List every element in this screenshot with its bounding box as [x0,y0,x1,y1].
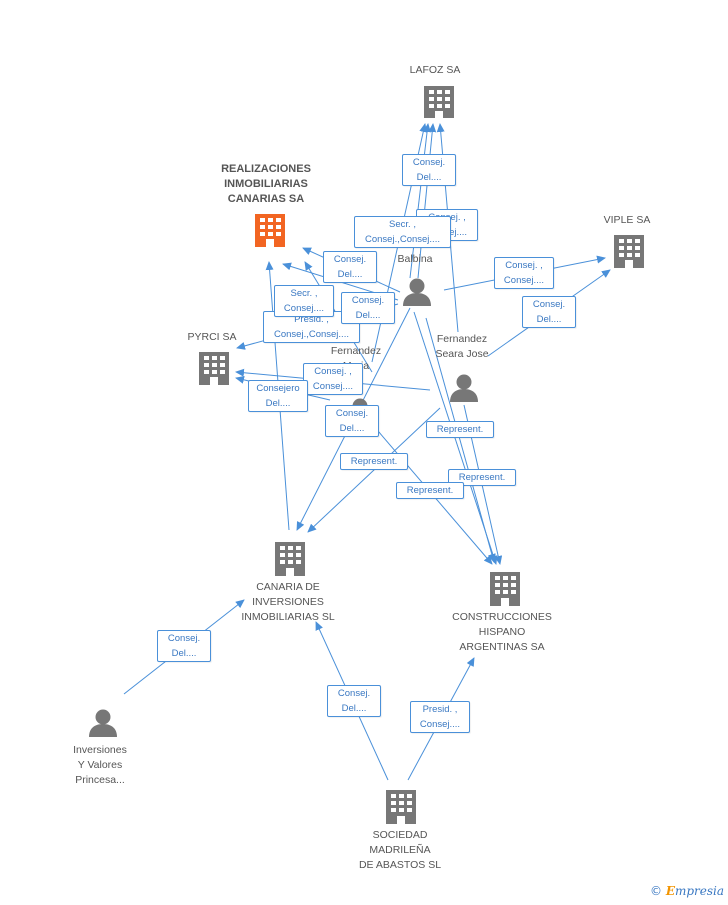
edge-label-line: Presid. , [294,314,329,325]
node-label-line: MADRILEÑA [369,844,431,856]
node-label-fernandez-seara: Fernandez Seara Jose [422,332,502,362]
edge-p2-canaria [307,407,441,533]
edge-label-line: Del.... [339,423,365,434]
edge-label[interactable]: Consej. Del.... [402,154,456,186]
building-icon-lafoz [424,86,454,118]
building-icon-realizaciones [255,214,285,247]
edge-label-line: Del.... [355,310,381,321]
edge-label-line: Consej. [351,295,385,306]
person-icon-inversiones [89,709,117,737]
person-icon-balbina [403,278,431,306]
node-label-line: ARGENTINAS SA [459,641,545,653]
node-label-line: HISPANO [478,626,526,638]
edge-label-line: Secr. , [389,219,416,230]
node-label-construcciones: CONSTRUCCIONES HISPANO ARGENTINAS SA [442,610,562,655]
building-icon-viple [614,235,644,268]
edge-label-line: Consej. [532,299,566,310]
edge-label-line: Del.... [416,172,442,183]
brand-initial: E [665,884,675,898]
node-label-viple: VIPLE SA [603,214,651,226]
edge-label-line: Consejero [256,383,300,394]
edge-label-line: Presid. , [422,704,458,715]
node-label-line: INVERSIONES [252,596,324,608]
edge-label-line: Consej. [412,157,446,168]
node-label-line: Seara Jose [435,348,489,360]
edge-label[interactable]: Consej. Del.... [157,630,211,662]
edge-label-line: Del.... [536,314,562,325]
edge-label-line: Consej.... [312,381,354,392]
edge-label[interactable]: Consej. , Consej.... [494,257,554,289]
edge-label[interactable]: Secr. , Consej.,Consej.... [354,216,451,248]
edge-label-line: Consej. [337,688,371,699]
person-icon-2 [450,374,478,402]
edge-label-line: Consej. [167,633,201,644]
edge-label-line: Consej.,Consej.... [274,329,349,340]
edge-label[interactable]: Represent. [340,453,408,470]
edge-label[interactable]: Consej. , Consej.... [303,363,363,395]
node-label-balbina: Balbina [397,253,433,265]
node-label-line: DE ABASTOS SL [358,859,442,871]
node-label-realizaciones: REALIZACIONES INMOBILIARIAS CANARIAS SA [206,162,326,207]
node-label-line: CANARIAS SA [227,193,305,205]
node-label-line: Inversiones [73,744,127,756]
edge-label-line: Del.... [337,269,363,280]
node-label-line: SOCIEDAD [372,829,428,841]
edge-label-line: Consej. , [314,366,352,377]
edge-label-line: Del.... [171,648,197,659]
edge-label-line: Consej. [333,254,367,265]
edge-label-line: Consej.... [283,303,325,314]
edge-label[interactable]: Represent. [426,421,494,438]
edge-label-line: Consej. , [505,260,543,271]
edge-label[interactable]: Consejero Del.... [248,380,308,412]
edge-label-line: Represent. [458,472,506,483]
node-label-line: CONSTRUCCIONES [452,611,552,623]
building-icon-construcciones [490,572,520,606]
node-label-sociedad: SOCIEDAD MADRILEÑA DE ABASTOS SL [340,828,460,873]
node-label-canaria: CANARIA DE INVERSIONES INMOBILIARIAS SL [228,580,348,625]
node-label-line: Fernandez [436,333,488,345]
node-label-inversiones: Inversiones Y Valores Princesa... [60,743,140,788]
edge-label-line: Consej.... [419,719,461,730]
edge-label[interactable]: Represent. [396,482,464,499]
node-label-pyrci: PYRCI SA [187,331,237,343]
edge-label[interactable]: Presid. , Consej.... [410,701,470,733]
node-label-line: REALIZACIONES [221,163,311,175]
edge-label[interactable]: Represent. [448,469,516,486]
edge-label-line: Del.... [341,703,367,714]
node-label-line: Fernandez [330,345,382,357]
edge-label-line: Consej.... [503,275,545,286]
edge-label[interactable]: Consej. Del.... [327,685,381,717]
brand-name: mpresia [674,884,725,898]
node-label-line: Y Valores [77,759,123,771]
edge-label-line: Represent. [406,485,454,496]
node-label-line: CANARIA DE [256,581,320,593]
brand-logo[interactable]: © Empresia [650,884,724,898]
copyright-icon: © [650,884,662,898]
node-label-line: Princesa... [75,774,125,786]
edge-label[interactable]: Secr. , Consej.... [274,285,334,317]
edge-balbina-lafoz [409,123,432,279]
building-icon-canaria [275,542,305,576]
edge-label-line: Represent. [350,456,398,467]
edge-seara-construcciones [425,317,496,563]
node-label-line: INMOBILIARIAS [224,178,308,190]
building-icon-pyrci [199,352,229,385]
edge-balbina-lafoz-2 [417,123,437,279]
edge-label-line: Secr. , [290,288,318,299]
edge-label[interactable]: Consej. Del.... [323,251,377,283]
edge-label-line: Represent. [436,424,484,435]
building-icon-sociedad [386,790,416,824]
edge-balbina-construcciones [413,311,498,565]
node-label-line: INMOBILIARIAS SL [241,611,335,623]
edge-label[interactable]: Consej. Del.... [325,405,379,437]
edge-label-line: Consej.,Consej.... [365,234,440,245]
edge-label-line: Consej. [335,408,369,419]
node-label-lafoz: LAFOZ SA [409,64,461,76]
edge-label-line: Del.... [265,398,291,409]
edge-label[interactable]: Consej. Del.... [341,292,395,324]
edge-label[interactable]: Consej. Del.... [522,296,576,328]
